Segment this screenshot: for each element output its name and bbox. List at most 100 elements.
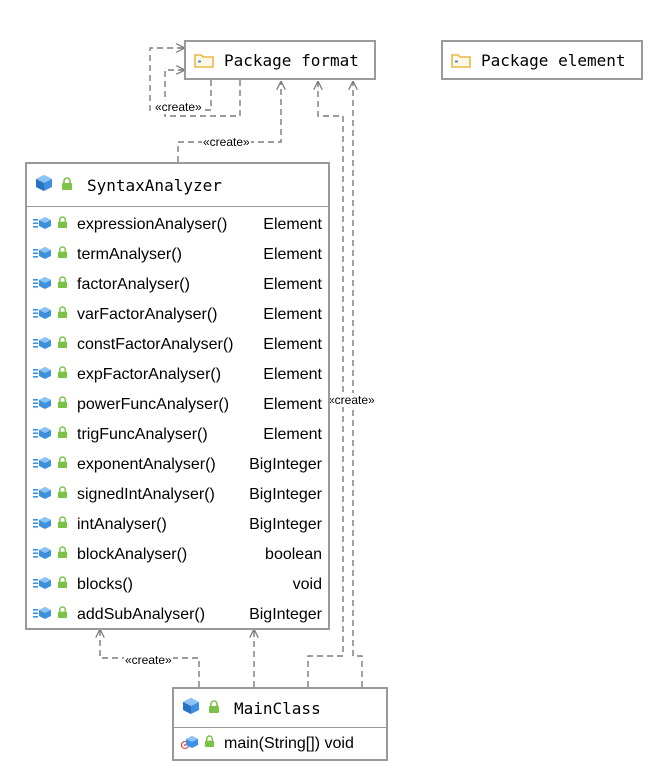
method-name: constFactorAnalyser() xyxy=(77,336,234,353)
lock-icon xyxy=(57,366,68,384)
lock-icon xyxy=(57,546,68,564)
method-name: termAnalyser() xyxy=(77,246,182,263)
method-name: trigFuncAnalyser() xyxy=(77,426,208,443)
method-icon xyxy=(33,245,53,266)
method-icon xyxy=(33,575,53,596)
package-format-label: Package format xyxy=(224,50,359,70)
edge-label-syntax-create: «create» xyxy=(202,135,251,149)
method-return-type: Element xyxy=(263,216,322,233)
method-row[interactable]: termAnalyser() Element xyxy=(27,240,328,270)
method-row[interactable]: varFactorAnalyser() Element xyxy=(27,300,328,330)
method-row[interactable]: factorAnalyser() Element xyxy=(27,270,328,300)
edge-label-main-format-create: «create» xyxy=(327,393,376,407)
lock-icon xyxy=(57,336,68,354)
lock-icon xyxy=(57,456,68,474)
method-name: powerFuncAnalyser() xyxy=(77,396,230,413)
method-return-type: Element xyxy=(263,426,322,443)
method-icon xyxy=(33,335,53,356)
lock-icon xyxy=(57,216,68,234)
method-return-type: BigInteger xyxy=(249,606,322,623)
edge-label-self-create: «create» xyxy=(154,100,203,114)
method-icon xyxy=(33,365,53,386)
method-return-type: Element xyxy=(263,366,322,383)
method-icon xyxy=(33,545,53,566)
method-return-type: void xyxy=(292,576,322,593)
lock-icon xyxy=(57,396,68,414)
method-name: signedIntAnalyser() xyxy=(77,486,215,503)
method-row[interactable]: constFactorAnalyser() Element xyxy=(27,330,328,360)
method-icon xyxy=(33,515,53,536)
lock-icon xyxy=(57,486,68,504)
method-name: addSubAnalyser() xyxy=(77,606,206,623)
method-name: intAnalyser() xyxy=(77,516,167,533)
method-return-type: Element xyxy=(263,396,322,413)
method-row[interactable]: signedIntAnalyser() BigInteger xyxy=(27,480,328,510)
method-name: factorAnalyser() xyxy=(77,276,190,293)
lock-icon xyxy=(57,246,68,264)
method-name: varFactorAnalyser() xyxy=(77,306,218,323)
method-row[interactable]: addSubAnalyser() BigInteger xyxy=(27,600,328,630)
method-name: expFactorAnalyser() xyxy=(77,366,222,383)
method-name: main(String[]) void xyxy=(224,735,354,752)
syntax-analyzer-title: SyntaxAnalyzer xyxy=(87,175,222,195)
lock-icon xyxy=(204,735,215,753)
main-class-header: MainClass xyxy=(174,689,386,728)
lock-icon xyxy=(57,306,68,324)
main-class-title: MainClass xyxy=(234,698,321,718)
edge-format-self-outer xyxy=(149,48,212,111)
lock-icon xyxy=(57,576,68,594)
folder-icon xyxy=(451,53,471,68)
package-format-node[interactable]: Package format xyxy=(184,40,376,80)
class-cube-icon xyxy=(35,174,53,196)
method-return-type: BigInteger xyxy=(249,486,322,503)
edge-syntax-to-format xyxy=(177,82,281,162)
folder-icon xyxy=(194,53,214,68)
method-icon xyxy=(33,305,53,326)
method-return-type: Element xyxy=(263,276,322,293)
edge-main-to-format-2 xyxy=(353,82,363,687)
method-icon xyxy=(33,275,53,296)
method-row[interactable]: blocks() void xyxy=(27,570,328,600)
method-name: blocks() xyxy=(77,576,134,593)
method-return-type: boolean xyxy=(265,546,322,563)
method-row[interactable]: intAnalyser() BigInteger xyxy=(27,510,328,540)
static-method-icon xyxy=(180,734,200,755)
method-name: exponentAnalyser() xyxy=(77,456,216,473)
method-row[interactable]: expFactorAnalyser() Element xyxy=(27,360,328,390)
lock-icon xyxy=(57,606,68,624)
method-icon xyxy=(33,485,53,506)
method-row[interactable]: powerFuncAnalyser() Element xyxy=(27,390,328,420)
method-return-type: Element xyxy=(263,336,322,353)
method-row[interactable]: blockAnalyser() boolean xyxy=(27,540,328,570)
edge-label-main-syntax-create: «create» xyxy=(124,653,173,667)
method-return-type: BigInteger xyxy=(249,516,322,533)
method-row[interactable]: trigFuncAnalyser() Element xyxy=(27,420,328,450)
method-icon xyxy=(33,215,53,236)
method-row[interactable]: expressionAnalyser()Element xyxy=(27,210,328,240)
method-icon xyxy=(33,395,53,416)
lock-icon xyxy=(57,426,68,444)
method-icon xyxy=(33,455,53,476)
method-return-type: Element xyxy=(263,246,322,263)
edge-main-to-syntax-1 xyxy=(100,630,200,687)
method-name: blockAnalyser() xyxy=(77,546,188,563)
class-cube-icon xyxy=(182,697,200,719)
lock-icon xyxy=(57,516,68,534)
method-return-type: BigInteger xyxy=(249,456,322,473)
lock-icon xyxy=(61,176,73,195)
method-icon xyxy=(33,605,53,626)
package-element-label: Package element xyxy=(481,50,626,70)
method-row[interactable]: exponentAnalyser() BigInteger xyxy=(27,450,328,480)
main-class[interactable]: MainClass xyxy=(172,687,388,761)
method-return-type: Element xyxy=(263,306,322,323)
lock-icon xyxy=(208,699,220,718)
edge-main-to-format-1 xyxy=(307,82,344,687)
syntax-analyzer-class[interactable]: SyntaxAnalyzer expressionAnalyser()Eleme… xyxy=(25,162,330,630)
main-method-row[interactable]: main(String[]) void xyxy=(174,728,386,760)
lock-icon xyxy=(57,276,68,294)
package-element-node[interactable]: Package element xyxy=(441,40,643,80)
method-icon xyxy=(33,425,53,446)
syntax-analyzer-header: SyntaxAnalyzer xyxy=(27,164,328,207)
